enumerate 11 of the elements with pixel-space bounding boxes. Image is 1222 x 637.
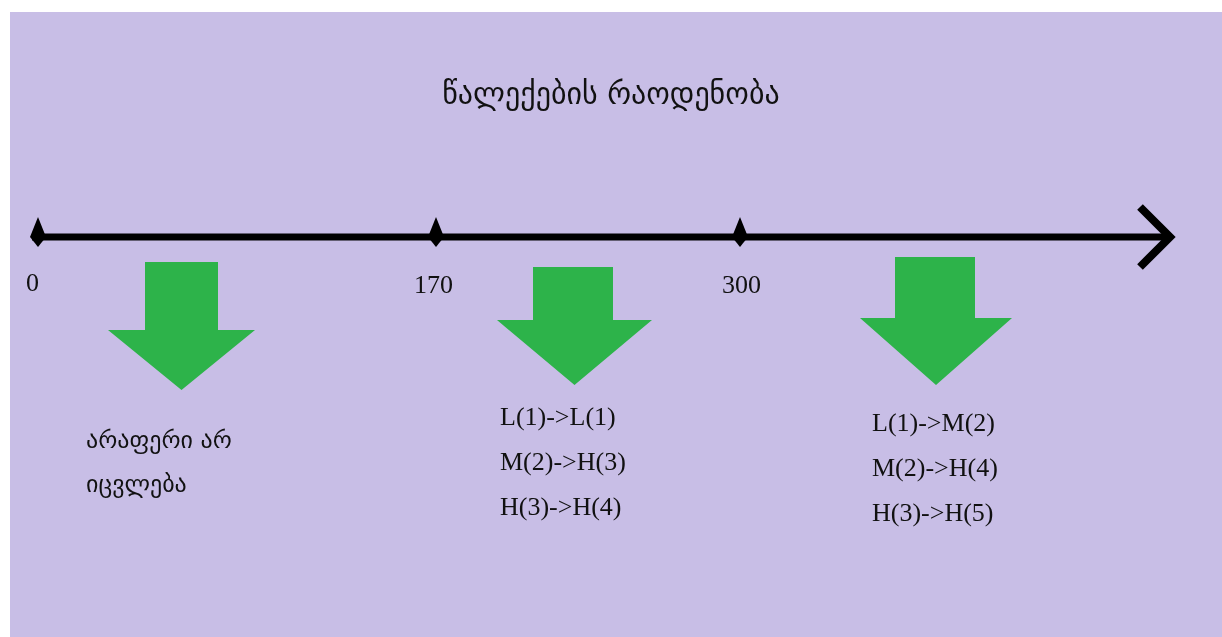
note-text: არაფერი არ იცვლება	[86, 425, 233, 500]
mapping-text: H(3)->H(4)	[500, 492, 622, 522]
tick-label: 300	[722, 270, 761, 300]
tick-label: 0	[26, 268, 39, 298]
mapping-text: M(2)->H(4)	[872, 453, 998, 483]
tick-label: 170	[414, 270, 453, 300]
mapping-text: L(1)->L(1)	[500, 402, 616, 432]
mapping-text: H(3)->H(5)	[872, 498, 994, 528]
mapping-text: M(2)->H(3)	[500, 447, 626, 477]
mapping-text: L(1)->M(2)	[872, 408, 995, 438]
chart-title: წალექების რაოდენობა	[441, 76, 781, 111]
